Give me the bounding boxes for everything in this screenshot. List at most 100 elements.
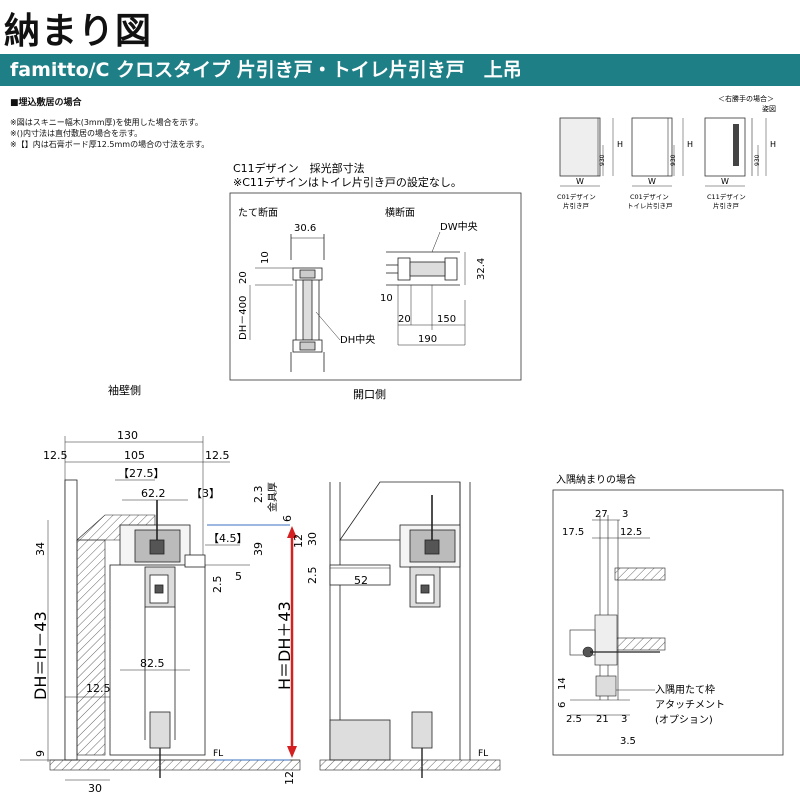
thumbnail-c01-sliding: H 930 W C01デザイン 片引き戸 (557, 117, 623, 210)
corner-dim-14: 14 (557, 677, 568, 690)
left-rail-assembly (109, 500, 206, 778)
corner-dim-12-5: 12.5 (620, 527, 642, 538)
dim-39: 39 (252, 542, 265, 556)
floor-level-right: FL (478, 749, 488, 759)
c11-title: C11デザイン 採光部寸法 (233, 161, 365, 175)
h-arrow (287, 526, 297, 758)
corner-dim-17-5: 17.5 (562, 527, 584, 538)
dim-9: 9 (34, 750, 47, 757)
thumb-3-caption-2: 片引き戸 (713, 201, 740, 210)
left-wall (64, 479, 156, 761)
vertical-section-drawing (249, 234, 341, 372)
thumb-1-h: H (617, 140, 623, 149)
hs-dim-150: 150 (437, 314, 456, 325)
corner-dim-2-5: 2.5 (566, 714, 582, 725)
dim-82-5: 82.5 (140, 657, 165, 670)
corner-dim-3-5: 3.5 (620, 736, 636, 747)
vs-dim-10: 10 (260, 251, 271, 264)
floor-right (319, 759, 501, 771)
c11-note: ※C11デザインはトイレ片引き戸の設定なし。 (233, 175, 462, 189)
hs-dw-center: DW中央 (440, 220, 478, 233)
vs-dim-20: 20 (238, 271, 249, 284)
corner-frame (552, 489, 784, 756)
view-note: 姿図 (762, 104, 776, 113)
thumb-1-dim: 930 (599, 154, 606, 166)
dim-6: 6 (281, 515, 294, 522)
note-line-2: ※()内寸法は直付敷居の場合を示す。 (10, 129, 143, 138)
thumb-2-w: W (648, 177, 656, 186)
mid-dimension-lines (205, 524, 290, 761)
horizontal-section-label: 横断面 (385, 206, 415, 219)
thumb-1-caption-1: C01デザイン (557, 192, 596, 201)
horizontal-section-drawing (386, 231, 466, 346)
dim-h-formula: H＝DH＋43 (275, 601, 294, 690)
hs-dim-32-4: 32.4 (476, 258, 487, 280)
dim-5: 5 (235, 570, 242, 583)
dim-30-bottom: 30 (88, 782, 102, 795)
thumbnail-c01-toilet: H 930 W C01デザイン トイレ片引き戸 (627, 117, 693, 210)
left-side-label: 袖壁側 (108, 383, 141, 397)
dim-27-5: 【27.5】 (118, 467, 165, 480)
dim-12-bottom: 12 (283, 771, 296, 785)
right-side-label: 開口側 (353, 388, 386, 401)
handedness-note: ＜右勝手の場合＞ (718, 94, 774, 103)
thumb-3-w: W (721, 177, 729, 186)
thumbnail-group: ＜右勝手の場合＞ 姿図 H 930 W C01デザイン 片引き戸 H 930 W… (557, 94, 776, 210)
note-line-1: ※図はスキニー幅木(3mm厚)を使用した場合を示す。 (10, 118, 203, 127)
vs-dim-30-6: 30.6 (294, 223, 316, 234)
corner-dim-3-bottom: 3 (621, 714, 627, 725)
notes-heading: ■埋込敷居の場合 (10, 98, 82, 108)
corner-detail-title: 入隅納まりの場合 (556, 473, 636, 486)
hs-dim-190: 190 (418, 334, 437, 345)
thumbnail-c11-sliding: H 930 W C11デザイン 片引き戸 (704, 117, 776, 210)
thumb-1-w: W (576, 177, 584, 186)
thumb-2-dim: 930 (670, 154, 677, 166)
thumb-2-caption-1: C01デザイン (630, 192, 669, 201)
corner-drawing (569, 515, 666, 716)
floor-level-left: FL (213, 749, 223, 759)
corner-detail: 入隅納まりの場合 27 3 17.5 12.5 14 6 2.5 21 3 3. (552, 473, 784, 756)
dim-105: 105 (124, 449, 145, 462)
page-title: 納まり図 (4, 11, 153, 52)
dim-2-5-b: 2.5 (306, 567, 319, 585)
corner-callout-1: 入隅用たて枠 (655, 683, 715, 696)
product-banner: famitto/C クロスタイプ 片引き戸・トイレ片引き戸 上吊 (0, 54, 800, 86)
note-line-3: ※【】内は石膏ボード厚12.5mmの場合の寸法を示す。 (10, 140, 210, 149)
corner-callout-3: (オプション) (655, 714, 713, 726)
hs-dim-20: 20 (398, 314, 411, 325)
vs-dim-dh-400: DH－400 (238, 296, 249, 340)
dim-dh-formula: DH＝H－43 (31, 611, 50, 700)
dim-62-2: 62.2 (141, 487, 166, 500)
metal-thickness-label: 金具厚 (266, 482, 279, 512)
right-opening-assembly (329, 481, 471, 778)
dim-34: 34 (34, 542, 47, 556)
dim-4-5: 【4.5】 (208, 532, 248, 545)
dim-130: 130 (117, 429, 138, 442)
dim-12-5-right: 12.5 (205, 449, 230, 462)
thumb-2-caption-2: トイレ片引き戸 (627, 201, 673, 210)
thumb-2-h: H (687, 140, 693, 149)
corner-dim-6: 6 (557, 702, 568, 708)
dim-3-bracket: 【3】 (191, 487, 220, 500)
dim-52: 52 (354, 574, 368, 587)
thumb-3-dim: 930 (754, 154, 761, 166)
corner-dim-27: 27 (595, 509, 608, 520)
corner-callout-2: アタッチメント (655, 699, 725, 711)
vs-dh-center: DH中央 (340, 333, 375, 346)
dim-2-3: 2.3 (252, 486, 265, 504)
dim-12-5-lower: 12.5 (86, 682, 111, 695)
corner-dim-21: 21 (596, 714, 609, 725)
c11-detail: C11デザイン 採光部寸法 ※C11デザインはトイレ片引き戸の設定なし。 たて断… (229, 161, 522, 381)
thumb-3-h: H (770, 140, 776, 149)
corner-dim-3-top: 3 (622, 509, 628, 520)
thumb-1-caption-2: 片引き戸 (563, 201, 590, 210)
thumb-3-caption-1: C11デザイン (707, 192, 746, 201)
hs-dim-10: 10 (380, 293, 393, 304)
dim-30: 30 (306, 532, 319, 546)
dim-2-5-a: 2.5 (211, 576, 224, 594)
floor-left (49, 759, 301, 771)
main-section: 袖壁側 開口側 130 12.5 105 12.5 【27.5】 62.2 【3… (20, 383, 501, 795)
c11-frame (229, 192, 522, 381)
dim-12: 12 (292, 534, 305, 548)
